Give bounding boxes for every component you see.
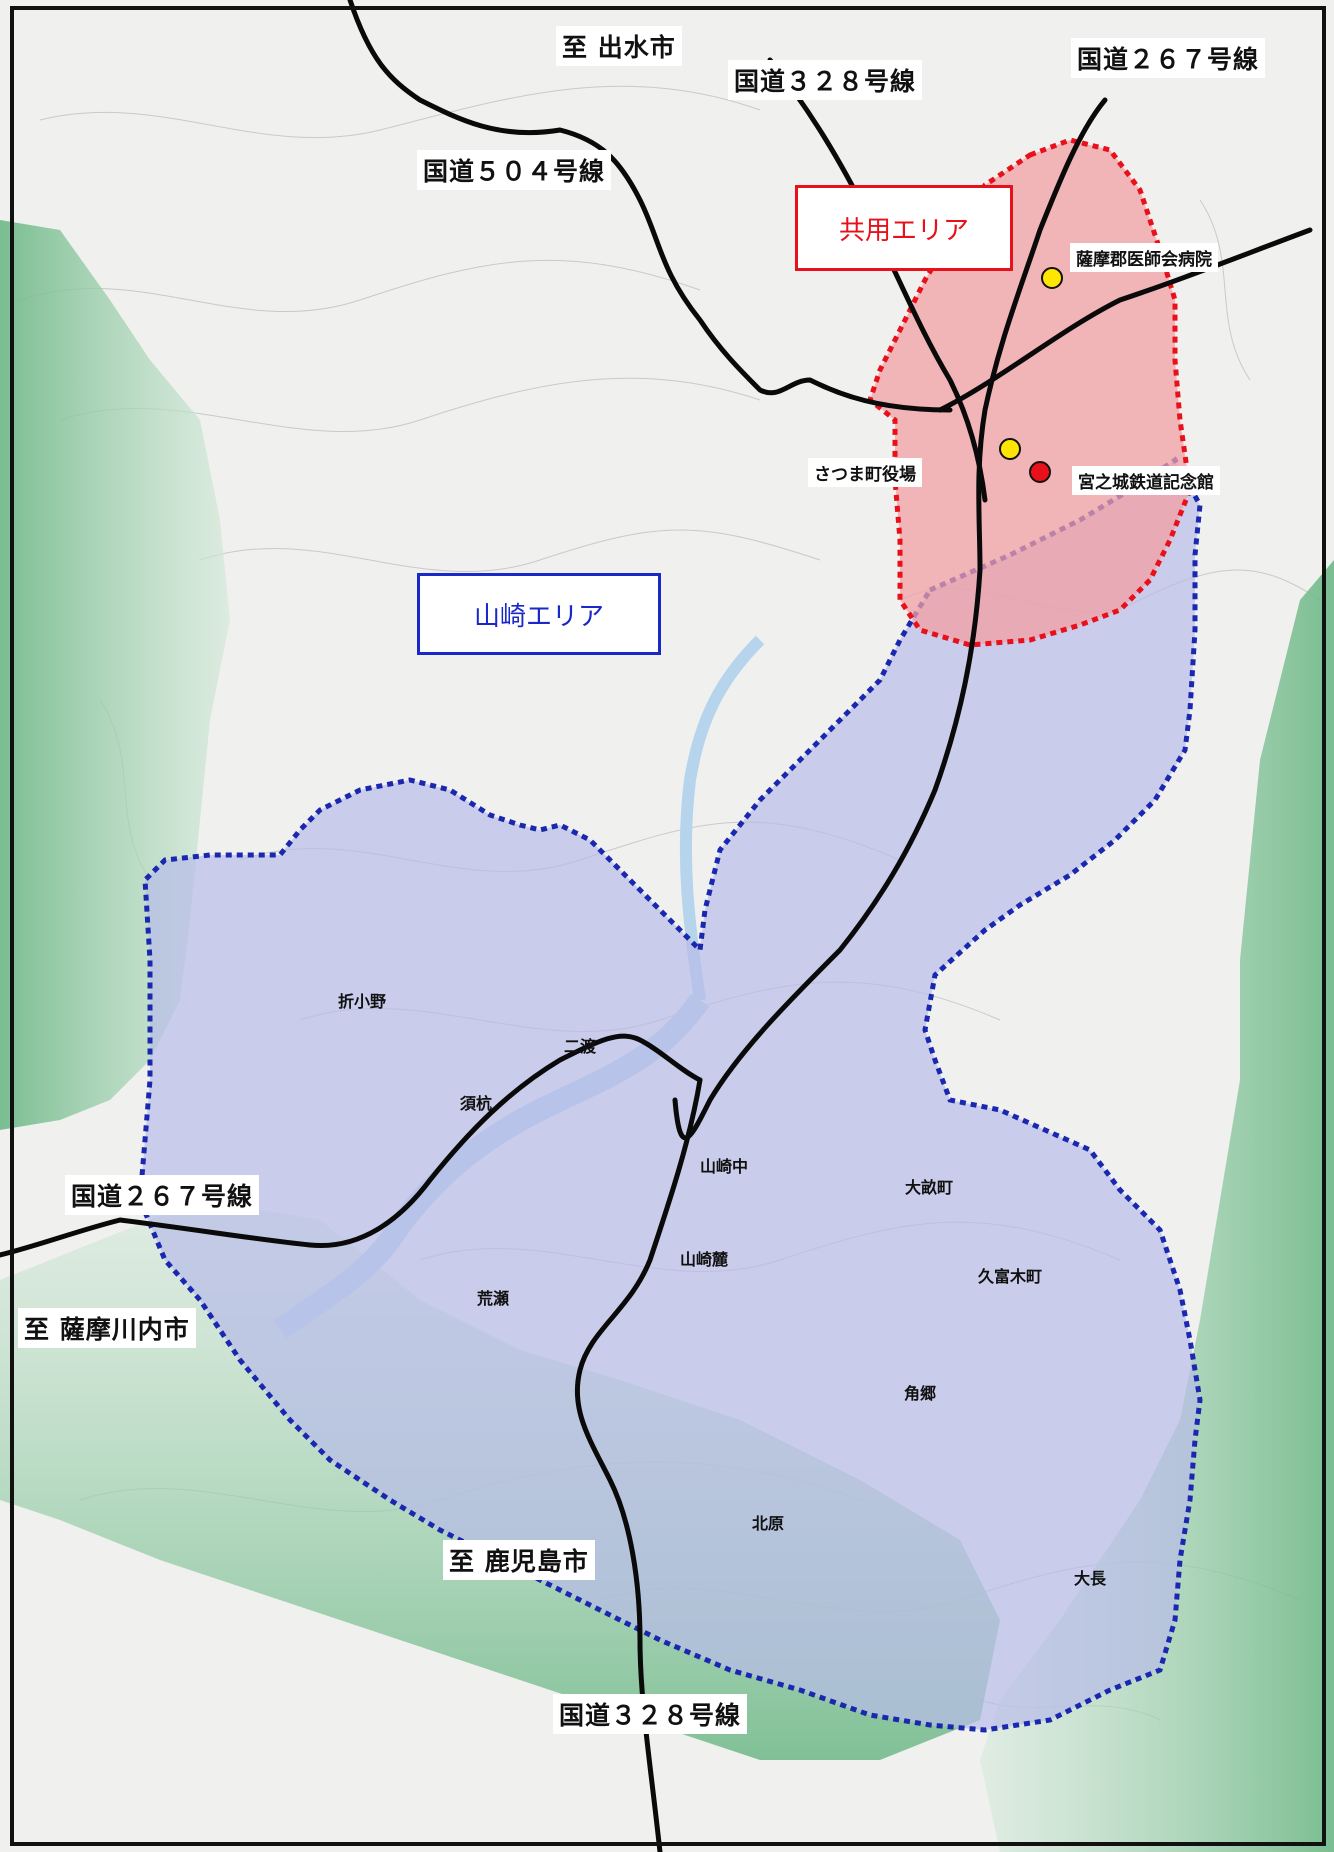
place-kadogo: 角郷	[904, 1384, 937, 1403]
road-route-328-north	[767, 57, 988, 503]
place-yamazaki-fumoto: 山崎麓	[680, 1250, 729, 1269]
label-route-267-northeast: 国道２６７号線	[1071, 38, 1266, 78]
place-sugui: 須杭	[460, 1094, 493, 1113]
label-to-kagoshima: 至 鹿児島市	[443, 1540, 595, 1580]
road-route-267-ne	[672, 97, 1108, 1141]
place-orino: 折小野	[338, 992, 387, 1011]
yamazaki-area-label: 山崎エリア	[417, 573, 661, 655]
label-town-office: さつま町役場	[808, 458, 922, 487]
river-upper	[679, 635, 765, 1001]
place-ohosa: 大長	[1074, 1569, 1107, 1588]
label-route-267-west: 国道２６７号線	[65, 1175, 260, 1215]
label-to-satsumasendai: 至 薩摩川内市	[18, 1308, 196, 1348]
map-frame	[10, 6, 1326, 1846]
road-route-328-south	[574, 1077, 703, 1852]
label-route-504: 国道５０４号線	[417, 150, 612, 190]
place-kufuki-cho: 久富木町	[978, 1267, 1043, 1286]
forest-east	[980, 560, 1334, 1852]
place-yamazaki-naka: 山崎中	[700, 1157, 749, 1176]
railway-museum-marker-icon	[1029, 461, 1051, 483]
place-ouse-cho: 大畝町	[905, 1178, 954, 1197]
road-route-504	[347, 0, 953, 413]
label-route-328-south: 国道３２８号線	[553, 1694, 748, 1734]
yamazaki-area-polygon	[137, 456, 1203, 1733]
town-office-marker-icon	[999, 438, 1021, 460]
place-arase: 荒瀬	[477, 1289, 510, 1308]
hospital-marker-icon	[1041, 267, 1063, 289]
road-route-267-west	[0, 1033, 703, 1258]
label-route-328-north: 国道３２８号線	[728, 60, 923, 100]
label-hospital: 薩摩郡医師会病院	[1070, 243, 1218, 272]
label-railway-museum: 宮之城鉄道記念館	[1072, 466, 1220, 495]
road-east-branch	[937, 227, 1313, 413]
shared-area-label: 共用エリア	[795, 185, 1013, 271]
place-kitahara: 北原	[752, 1514, 785, 1533]
place-futawatari: 二渡	[564, 1037, 597, 1056]
label-to-izumi: 至 出水市	[556, 26, 682, 66]
